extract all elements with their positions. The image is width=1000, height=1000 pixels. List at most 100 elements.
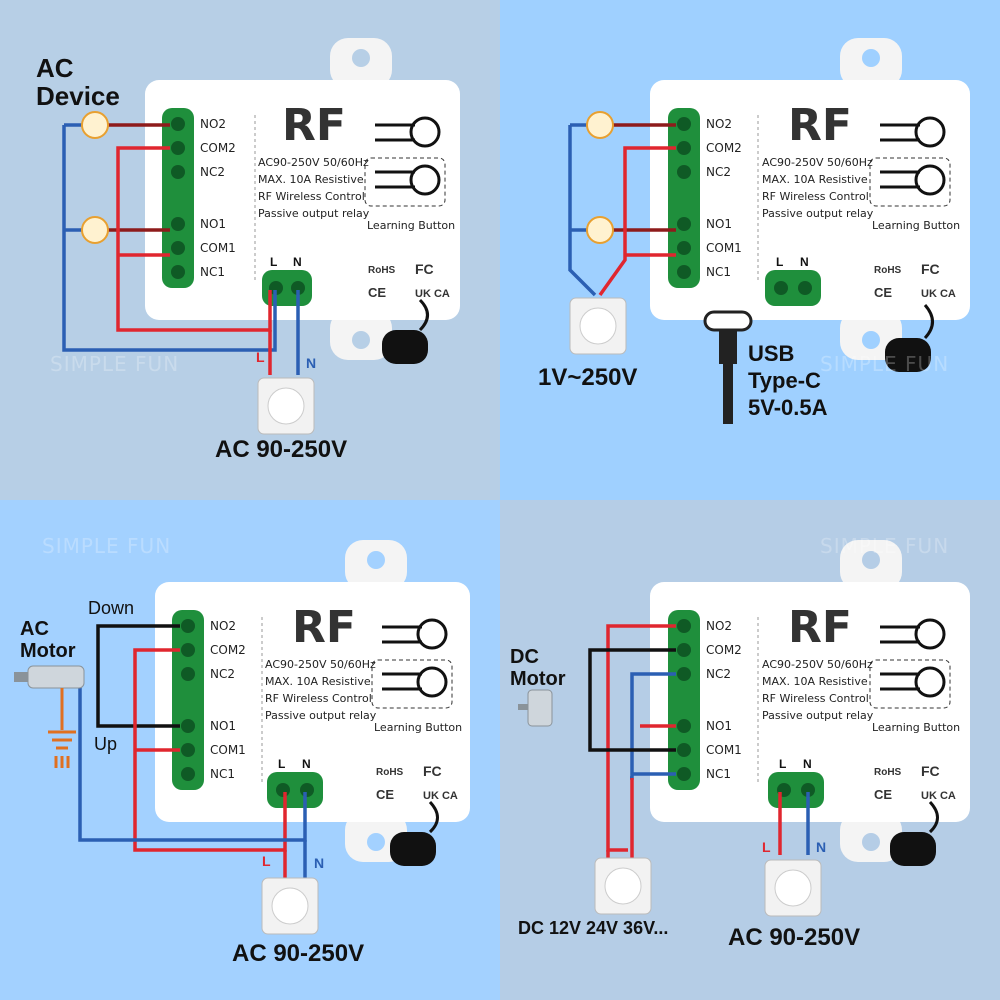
neutral-label: N (816, 839, 826, 855)
neutral-label: N (306, 355, 316, 371)
watermark: SIMPLE FUN (820, 352, 950, 376)
terminal-label: NC2 (706, 667, 731, 681)
usb-line: 5V-0.5A (748, 395, 828, 420)
mount-hole-top (367, 551, 385, 569)
rohs-badge: RoHS (874, 265, 902, 276)
supply-label: AC 90-250V (232, 940, 365, 967)
ukca-badge: UK CA (423, 790, 458, 802)
wire-neutral (78, 675, 307, 842)
ukca-badge: UK CA (415, 288, 450, 300)
spec-line: AC90-250V 50/60Hz (258, 156, 369, 169)
mount-hole-top (352, 49, 370, 67)
terminal-label: COM1 (706, 743, 742, 757)
rf-button-icon (375, 116, 441, 196)
rohs-badge: RoHS (368, 265, 396, 276)
bulb-icon (81, 216, 109, 244)
input-n-label: N (803, 757, 812, 771)
terminal-label: COM2 (210, 643, 246, 657)
wire-neutral (568, 125, 597, 297)
usb-line: Type-C (748, 368, 821, 393)
terminal-label: NC1 (706, 767, 731, 781)
terminal-label: NO2 (200, 117, 226, 131)
input-n-label: N (800, 255, 809, 269)
spec-line: RF Wireless Control (265, 692, 372, 705)
spec-line: Passive output relay (265, 709, 377, 722)
spec-line: Passive output relay (762, 207, 874, 220)
output-terminal-block (668, 108, 700, 288)
load-label: DC Motor (510, 646, 566, 690)
antenna-coil (390, 800, 439, 866)
fcc-badge: FC (921, 763, 940, 779)
ac-supply-label: AC 90-250V (728, 924, 861, 951)
mount-hole-top (862, 49, 880, 67)
learning-button-frame (364, 157, 446, 207)
down-label: Down (88, 598, 135, 618)
wire-live (133, 648, 287, 852)
ukca-badge: UK CA (921, 288, 956, 300)
terminal-label: NC1 (200, 265, 225, 279)
spec-line: RF Wireless Control (762, 190, 869, 203)
wiring-diagram-dc-motor: RF NO2 COM2 NC2 NO1 COM1 NC1 AC90-250V 5… (518, 540, 970, 917)
terminal-label: COM1 (706, 241, 742, 255)
input-n-label: N (302, 757, 311, 771)
panel-dc-motor: RF NO2 COM2 NC2 NO1 COM1 NC1 AC90-250V 5… (500, 500, 1000, 1000)
output-terminal-block (668, 610, 700, 790)
up-label: Up (94, 734, 118, 754)
usb-line: USB (748, 341, 795, 366)
bulb-icon (81, 111, 109, 139)
dc-supply-label: DC 12V 24V 36V... (518, 918, 669, 938)
mount-hole-bottom (367, 833, 385, 851)
spec-line: Passive output relay (762, 709, 874, 722)
input-terminal-block (768, 772, 824, 808)
wiring-diagram-usb: RF NO2 COM2 NC2 NO1 COM1 NC1 AC90-250V 5… (568, 38, 970, 424)
spec-line: AC90-250V 50/60Hz (265, 658, 376, 671)
antenna-coil (885, 304, 934, 372)
module-title: RF (788, 602, 852, 653)
ce-badge: CE (874, 285, 892, 300)
ce-badge: CE (368, 285, 386, 300)
wire-motor (588, 648, 676, 752)
watermark: SIMPLE FUN (50, 352, 180, 376)
spec-line: AC90-250V 50/60Hz (762, 658, 873, 671)
terminal-label: COM1 (200, 241, 236, 255)
spec-line: Passive output relay (258, 207, 370, 220)
input-l-label: L (278, 757, 285, 771)
terminal-label: NO2 (706, 619, 732, 633)
panel-usb: RF NO2 COM2 NC2 NO1 COM1 NC1 AC90-250V 5… (500, 0, 1000, 500)
ac-motor-icon (14, 665, 85, 689)
spec-line: MAX. 10A Resistive (265, 675, 371, 688)
module-title: RF (282, 100, 346, 151)
rf-button-icon (382, 618, 448, 698)
learning-button-label: Learning Button (374, 721, 462, 734)
ground-icon (48, 688, 76, 768)
spec-line: MAX. 10A Resistive (762, 675, 868, 688)
input-terminal-block (267, 772, 323, 808)
mount-hole-top (862, 551, 880, 569)
terminal-label: COM2 (706, 643, 742, 657)
ce-badge: CE (874, 787, 892, 802)
terminal-label: NC2 (210, 667, 235, 681)
output-terminal-block (162, 108, 194, 288)
terminal-label: NO2 (706, 117, 732, 131)
fcc-badge: FC (415, 261, 434, 277)
spec-line: MAX. 10A Resistive (762, 173, 868, 186)
ukca-badge: UK CA (921, 790, 956, 802)
neutral-label: N (314, 855, 324, 871)
wiring-diagram-ac-device: RF NO2 COM2 NC2 NO1 COM1 NC1 AC90-250V 5… (62, 38, 460, 435)
spec-line: RF Wireless Control (762, 692, 869, 705)
terminal-label: NC1 (706, 265, 731, 279)
spec-line: AC90-250V 50/60Hz (762, 156, 873, 169)
antenna-coil (382, 298, 429, 364)
dc-motor-icon (518, 689, 553, 727)
input-l-label: L (270, 255, 277, 269)
rf-button-icon (880, 618, 946, 698)
module-title: RF (292, 602, 356, 653)
input-l-label: L (776, 255, 783, 269)
input-terminal-block (765, 270, 821, 306)
panel-ac-motor: RF NO2 COM2 NC2 NO1 COM1 NC1 AC90-250V 5… (0, 500, 500, 1000)
watermark: SIMPLE FUN (42, 534, 172, 558)
output-terminal-block (172, 610, 204, 790)
wire-neutral (62, 230, 277, 352)
learning-button-frame (869, 659, 951, 709)
learning-button-label: Learning Button (367, 219, 455, 232)
